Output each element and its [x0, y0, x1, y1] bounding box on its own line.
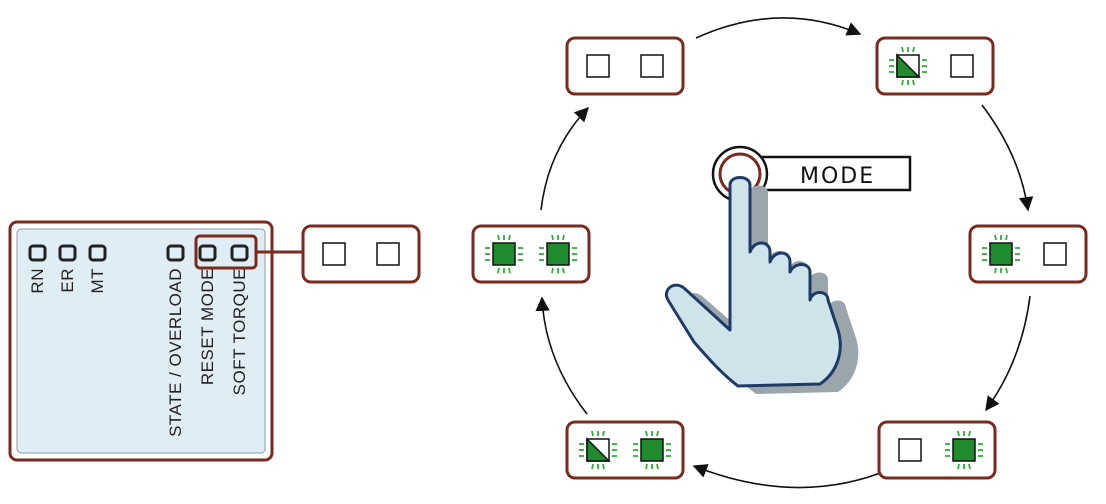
arrow-2 [981, 104, 1034, 212]
label-rn: RN [28, 268, 47, 294]
glow-ray [994, 267, 997, 274]
glow-ray [912, 79, 915, 86]
glow-ray [901, 79, 904, 86]
panel-face [16, 228, 266, 454]
glow-ray [1005, 267, 1008, 274]
box-frame [875, 36, 995, 96]
arrow-5 [535, 296, 588, 415]
mode-label: MODE [800, 164, 875, 189]
led-half-fill [586, 437, 611, 462]
glow-ray [551, 267, 554, 274]
glow-ray [1005, 234, 1008, 241]
glow-ray [602, 463, 605, 470]
panel-zoom-box [301, 224, 421, 284]
box-frame [968, 224, 1088, 284]
glow-ray [497, 234, 500, 241]
state-box-right-on [877, 420, 997, 480]
led-on [492, 242, 516, 266]
led-off [322, 242, 346, 266]
box-frame [877, 420, 997, 480]
label-state-overload: STATE / OVERLOAD [166, 268, 185, 437]
led-off [640, 54, 664, 78]
glow-ray [591, 430, 594, 437]
hand-body [665, 176, 842, 388]
led-on [989, 242, 1013, 266]
glow-ray [562, 267, 565, 274]
glow-ray [957, 463, 960, 470]
glow-ray [497, 267, 500, 274]
glow-ray [656, 463, 659, 470]
led-mt [88, 244, 107, 262]
label-mt: MT [88, 268, 107, 294]
state-boxes [301, 36, 1088, 480]
box-frame [301, 224, 421, 284]
glow-ray [901, 46, 904, 53]
label-reset-mode: RESET MODE [198, 268, 217, 385]
led-on [546, 242, 570, 266]
box-frame [471, 224, 591, 284]
glow-ray [602, 430, 605, 437]
glow-ray [656, 430, 659, 437]
led-reset-mode [198, 244, 217, 262]
led-on [640, 438, 664, 462]
led-off [376, 242, 400, 266]
arrow-6 [540, 106, 589, 211]
led-state-overload [166, 244, 185, 262]
glow-ray [645, 430, 648, 437]
glow-ray [968, 463, 971, 470]
state-box-both-off [565, 36, 685, 96]
glow-ray [562, 234, 565, 241]
label-er: ER [58, 268, 77, 293]
state-box-left-half-blink [875, 36, 995, 96]
box-frame [565, 36, 685, 96]
label-soft-torque: SOFT TORQUE [230, 268, 249, 395]
glow-ray [968, 430, 971, 437]
box-frame [565, 420, 685, 480]
glow-ray [912, 46, 915, 53]
led-on [952, 438, 976, 462]
glow-ray [957, 430, 960, 437]
led-rn [28, 244, 47, 262]
glow-ray [645, 463, 648, 470]
led-soft-torque [230, 244, 249, 262]
arrow-3 [985, 295, 1031, 412]
mode-label-plate [750, 155, 912, 192]
glow-ray [551, 234, 554, 241]
state-box-left-half-right-on [565, 420, 685, 480]
led-off [898, 438, 922, 462]
arrow-1 [695, 17, 862, 39]
glow-ray [994, 234, 997, 241]
cycle-arrows [535, 17, 1034, 489]
glow-ray [591, 463, 594, 470]
control-panel: RN ER MT STATE / OVERLOAD RESET MODE SOF… [8, 220, 303, 462]
led-er [58, 244, 77, 262]
led-off [586, 54, 610, 78]
state-box-both-on [471, 224, 591, 284]
arrow-4 [692, 464, 894, 489]
hand-pointer-icon [665, 176, 859, 394]
state-box-left-on [968, 224, 1088, 284]
led-off [1043, 242, 1067, 266]
glow-ray [508, 267, 511, 274]
led-off [950, 54, 974, 78]
glow-ray [508, 234, 511, 241]
led-half-fill [896, 53, 921, 78]
